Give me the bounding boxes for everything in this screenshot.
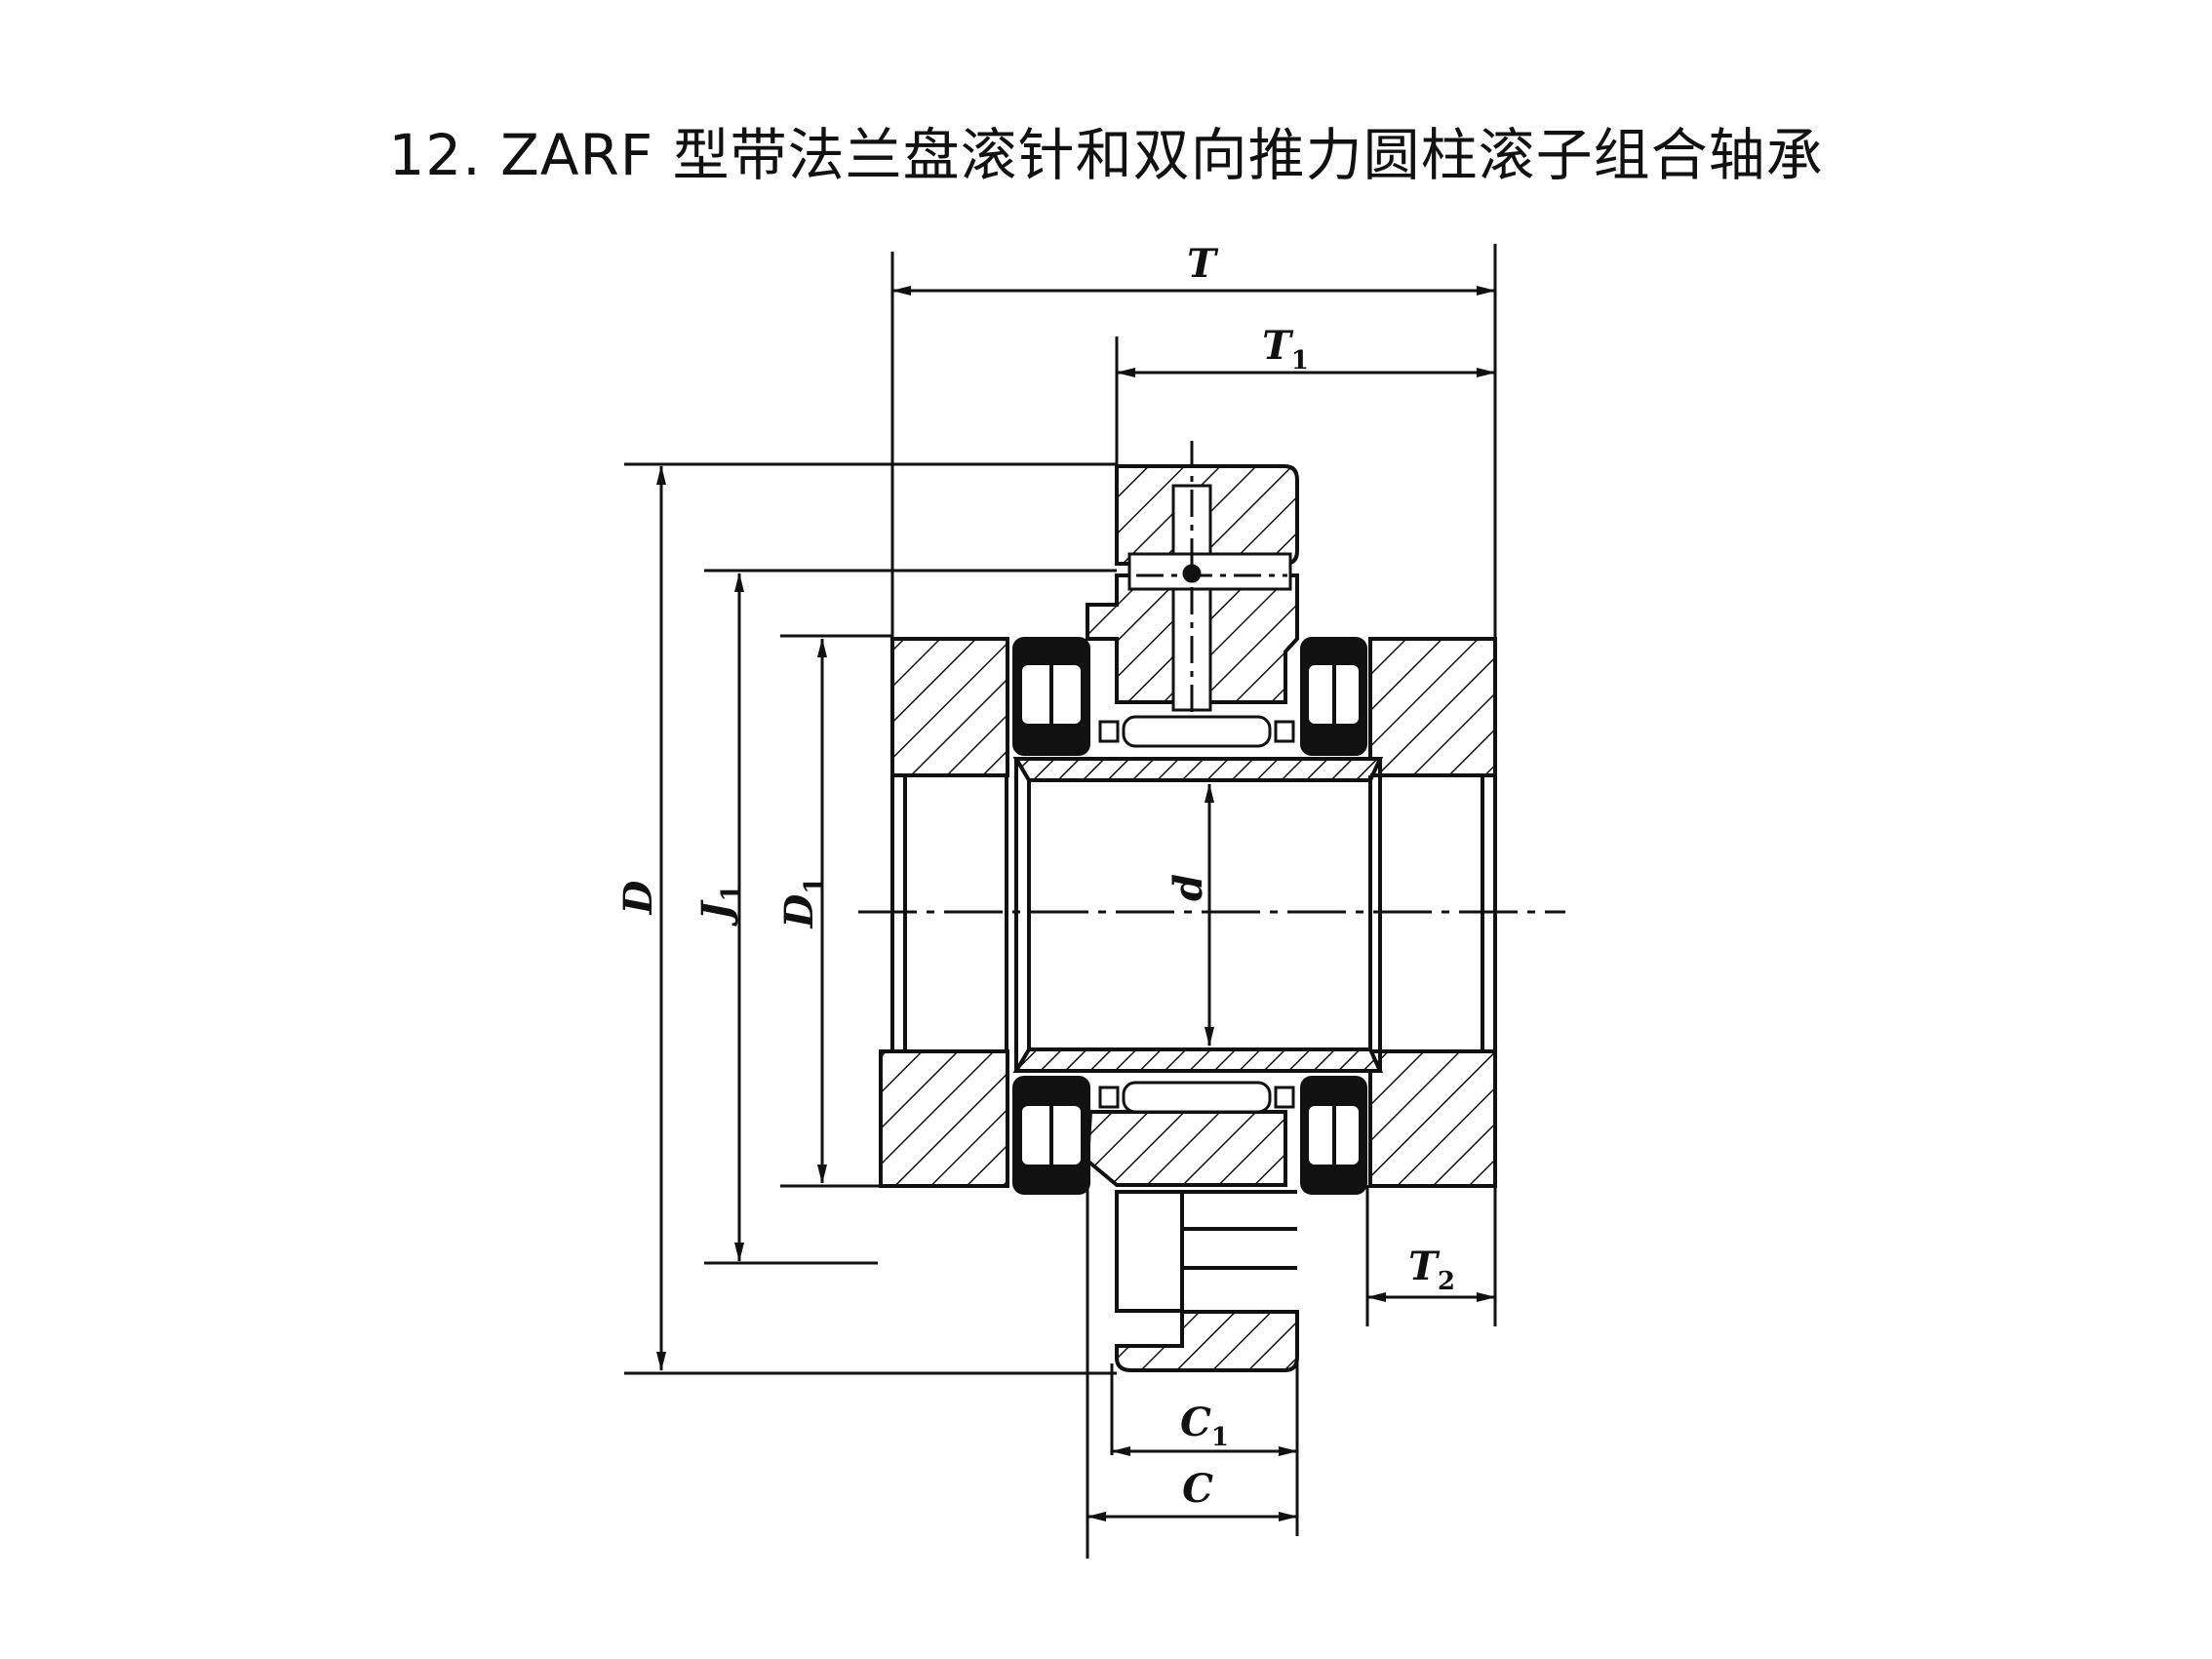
dim-label-d: d (1165, 874, 1211, 901)
bore-outline (890, 759, 1497, 1071)
dim-label-D1: D1 (776, 877, 829, 929)
needle-rollers (1098, 715, 1295, 1114)
flange-bottom (1085, 1110, 1299, 1372)
flange-cross (1127, 441, 1292, 722)
end-washers (879, 637, 1497, 1188)
thrust-roller-packs (1012, 637, 1367, 1195)
dim-label-T1: T1 (1262, 323, 1309, 375)
dim-label-T2: T2 (1408, 1244, 1455, 1296)
dim-label-C1: C1 (1180, 1400, 1229, 1452)
dim-label-J1: J1 (693, 884, 746, 927)
dimension-lines (656, 286, 1496, 1521)
dim-label-T: T (1187, 241, 1219, 287)
dim-label-C: C (1182, 1466, 1213, 1512)
dim-label-D: D (615, 880, 661, 915)
extension-lines (624, 244, 1497, 1559)
inner-ring (1012, 757, 1384, 1073)
page-title: 12. ZARF 型带法兰盘滚针和双向推力圆柱滚子组合轴承 (388, 122, 1824, 188)
